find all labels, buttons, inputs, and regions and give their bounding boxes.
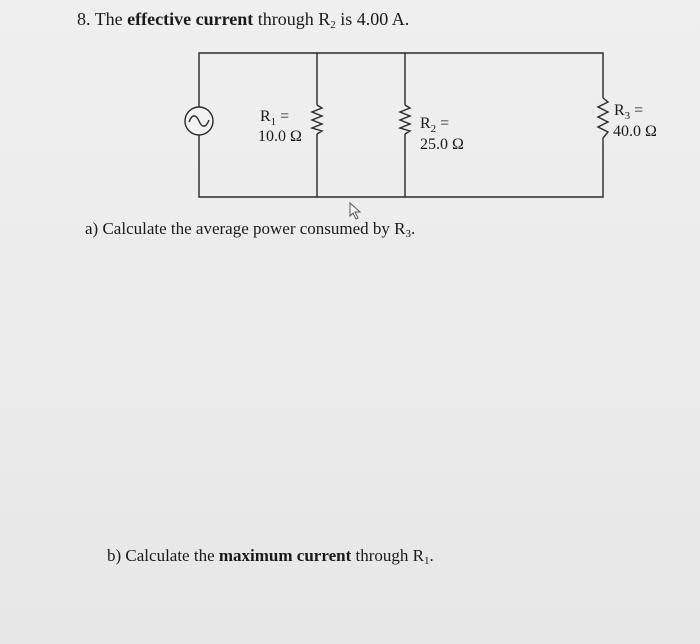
question-sub: 2 <box>330 19 336 31</box>
resistor-r2-icon <box>397 104 412 135</box>
question-text-before: The <box>94 9 123 29</box>
cursor-hand-icon <box>349 201 362 220</box>
resistor-r3-icon <box>596 97 610 139</box>
question-bold-phrase: effective current <box>127 9 254 29</box>
question-text-mid: through R <box>257 9 331 29</box>
part-a-text: a) Calculate the average power consumed … <box>85 219 406 238</box>
part-b-text-mid: through R <box>355 546 424 565</box>
question-text-after: is 4.00 A. <box>340 9 410 29</box>
part-b-bold-phrase: maximum current <box>218 546 352 565</box>
part-b-question: b) Calculate the maximum current through… <box>107 546 434 567</box>
part-a-question: a) Calculate the average power consumed … <box>85 219 415 240</box>
resistor-r1-icon <box>309 104 324 135</box>
r2-label: R2 = <box>420 115 449 135</box>
ac-source-icon <box>184 106 214 136</box>
r1-label: R1 = <box>260 108 289 128</box>
question-heading: 8. The effective current through R2 is 4… <box>77 9 409 31</box>
r2-value: 25.0 Ω <box>420 136 464 153</box>
part-a-end: . <box>411 219 416 238</box>
circuit-wire-outer <box>198 52 604 198</box>
part-b-end: . <box>429 546 434 565</box>
part-b-sub: 1 <box>423 555 430 567</box>
part-b-text-before: b) Calculate the <box>107 546 215 565</box>
r3-label: R3 = <box>614 102 643 122</box>
part-a-sub: 3 <box>405 228 412 240</box>
r3-value: 40.0 Ω <box>613 123 657 140</box>
question-number: 8. <box>77 9 91 29</box>
r1-value: 10.0 Ω <box>258 128 302 145</box>
